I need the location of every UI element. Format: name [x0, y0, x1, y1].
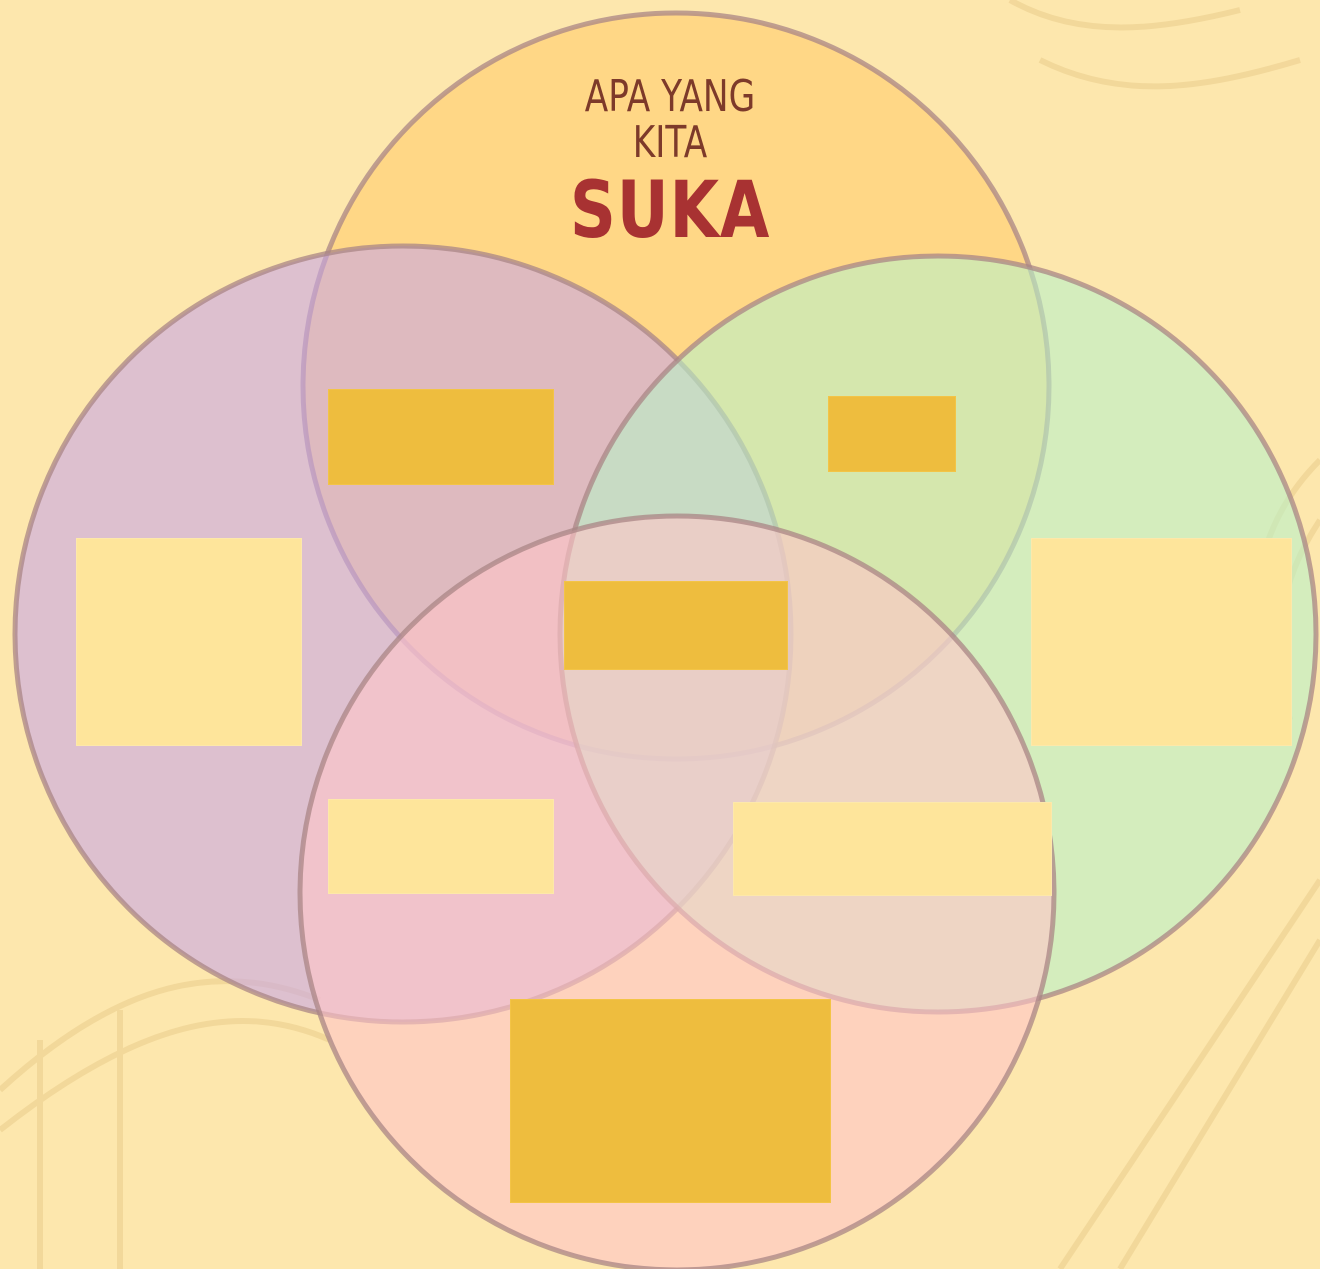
circle-title: APA YANG KITA SUKA	[520, 74, 820, 256]
answer-box-bottom-circle[interactable]	[510, 999, 831, 1203]
answer-box-right-circle[interactable]	[1031, 538, 1292, 746]
answer-box-top-right-overlap[interactable]	[828, 396, 956, 472]
title-line-2: KITA	[553, 120, 787, 166]
title-line-1: APA YANG	[553, 74, 787, 120]
title-main-word: SUKA	[547, 166, 793, 256]
answer-box-bottom-left-overlap[interactable]	[328, 799, 554, 894]
answer-box-bottom-right-overlap[interactable]	[733, 802, 1052, 896]
answer-box-top-left-overlap[interactable]	[328, 389, 554, 485]
answer-box-left-circle[interactable]	[76, 538, 302, 746]
answer-box-center[interactable]	[564, 581, 788, 670]
